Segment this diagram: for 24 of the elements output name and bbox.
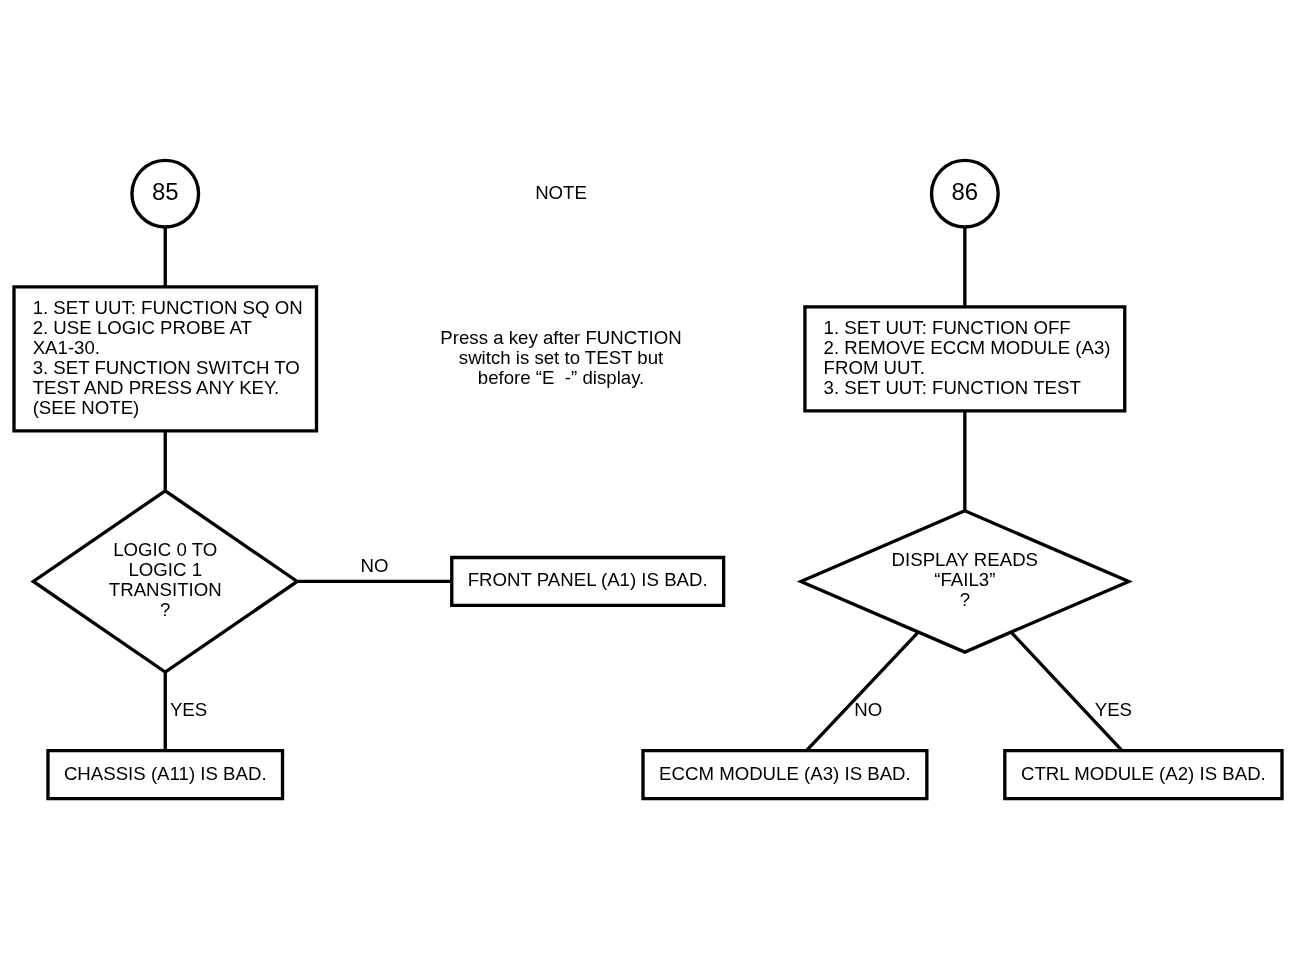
- edge-label: NO: [360, 555, 389, 577]
- node-box: 1. SET UUT: FUNCTION SQ ON 2. USE LOGIC PROBE AT XA1-30. 3. SET FUNCTION SWITCH TO TEST AND PRESS ANY KEY. (SEE NOTE): [12, 285, 319, 433]
- node-circle: 86: [929, 158, 1000, 229]
- node-circle: 85: [130, 158, 201, 229]
- connector: [805, 631, 920, 752]
- connector: [163, 431, 167, 491]
- edge-label: YES: [169, 699, 208, 721]
- node-box: 1. SET UUT: FUNCTION OFF 2. REMOVE ECCM MODULE (A3) FROM UUT. 3. SET UUT: FUNCTION TEST: [803, 305, 1127, 413]
- connector: [163, 227, 167, 287]
- connector: [1010, 631, 1124, 752]
- label: Press a key after FUNCTION switch is set to TEST but before “E -” display.: [440, 326, 682, 388]
- edge-label: YES: [1094, 699, 1133, 721]
- connector: [163, 672, 167, 751]
- connector: [963, 227, 967, 307]
- label: NOTE: [535, 181, 587, 203]
- edge-label: NO: [854, 699, 883, 721]
- connector: [297, 579, 452, 584]
- node-box: CHASSIS (A11) IS BAD.: [46, 749, 285, 801]
- node-box: CTRL MODULE (A2) IS BAD.: [1003, 749, 1284, 801]
- node-diamond: LOGIC 0 TO LOGIC 1 TRANSITION ?: [30, 488, 301, 675]
- connector: [963, 411, 967, 511]
- node-diamond: DISPLAY READS “FAIL3” ?: [796, 509, 1133, 654]
- node-box: FRONT PANEL (A1) IS BAD.: [450, 555, 726, 608]
- node-box: ECCM MODULE (A3) IS BAD.: [641, 749, 929, 801]
